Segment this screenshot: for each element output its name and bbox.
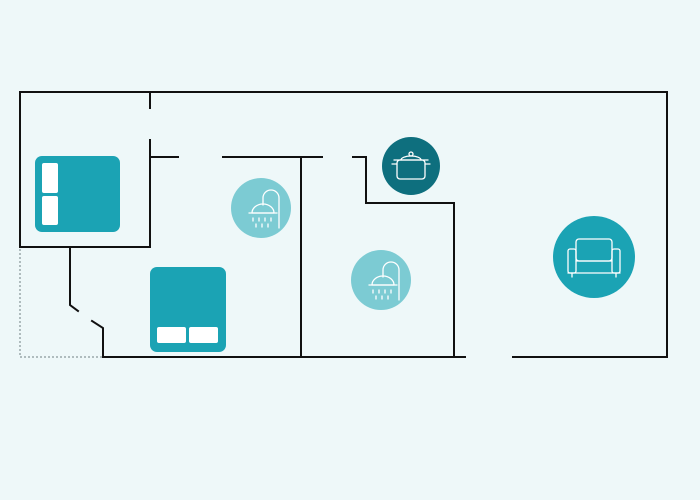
walls [19, 91, 668, 358]
cooking-pot-icon [382, 137, 440, 195]
pillow [189, 327, 218, 343]
wall-entrance-lower [90, 319, 104, 358]
shower-icon [231, 178, 291, 238]
open-boundary [19, 249, 103, 358]
armchair-icon [553, 216, 635, 298]
pillow [42, 163, 58, 193]
single-bed-icon [35, 156, 120, 232]
shower-icon [351, 250, 411, 310]
wall-entrance-upper [69, 248, 80, 313]
double-bed-icon [150, 267, 226, 352]
pillow [157, 327, 186, 343]
pillow [42, 196, 58, 225]
